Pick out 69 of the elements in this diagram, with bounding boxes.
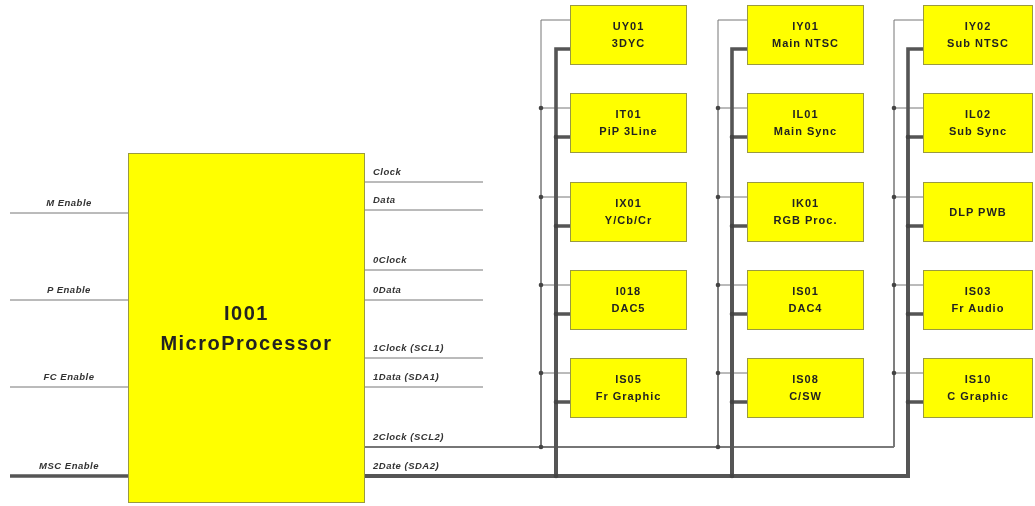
- function-name: Y/Cb/Cr: [604, 213, 653, 228]
- part-number: IY02: [964, 19, 992, 34]
- chip-box: [570, 5, 687, 65]
- part-number: IL01: [792, 107, 819, 122]
- function-name: C/SW: [789, 389, 822, 404]
- chip-box: [570, 93, 687, 153]
- chip-box: [923, 93, 1033, 153]
- function-name: MicroProcessor: [160, 331, 333, 356]
- signal-name: MSC Enable: [39, 460, 99, 471]
- signal-name: 2Clock (SCL2): [373, 431, 444, 442]
- board-name: DLP PWB: [949, 204, 1007, 220]
- chip-box: [923, 358, 1033, 418]
- function-name: DAC5: [611, 301, 646, 316]
- signal-line: [9, 299, 129, 301]
- part-number: IS01: [792, 284, 819, 299]
- chip-box: [747, 358, 864, 418]
- function-name: Main Sync: [773, 124, 838, 139]
- function-name: 3DYC: [611, 36, 646, 51]
- signal-line: [10, 474, 128, 478]
- chip-box: [570, 358, 687, 418]
- part-number: IT01: [615, 107, 642, 122]
- chip-box: [570, 182, 687, 242]
- function-name: Sub NTSC: [947, 36, 1009, 51]
- signal-name: Clock: [373, 166, 402, 177]
- part-number: UY01: [612, 19, 645, 34]
- signal-name: 0Data: [373, 284, 402, 295]
- signal-name: FC Enable: [43, 371, 95, 382]
- signal-name: 1Data (SDA1): [373, 371, 440, 382]
- signal-line: [364, 269, 484, 271]
- signal-line: [9, 386, 129, 388]
- signal-name: Data: [373, 194, 396, 205]
- part-number: IK01: [791, 196, 820, 211]
- processor-box: [128, 153, 365, 503]
- chip-box: [923, 270, 1033, 330]
- signal-line: [364, 299, 484, 301]
- part-number: IY01: [792, 19, 819, 34]
- signal-line: [364, 209, 484, 211]
- function-name: Fr Audio: [951, 301, 1005, 316]
- part-number: IL02: [965, 107, 991, 122]
- chip-box: [923, 182, 1033, 242]
- function-name: PiP 3Line: [599, 124, 658, 139]
- chip-box: [923, 5, 1033, 65]
- function-name: Sub Sync: [948, 124, 1008, 139]
- chip-box: [747, 182, 864, 242]
- chip-box: [747, 5, 864, 65]
- part-number: I018: [615, 284, 642, 299]
- chip-box: [747, 270, 864, 330]
- signal-name: P Enable: [47, 284, 91, 295]
- function-name: C Graphic: [947, 389, 1009, 404]
- signal-name: 2Date (SDA2): [373, 460, 440, 471]
- part-number: IX01: [615, 196, 642, 211]
- function-name: Main NTSC: [771, 36, 840, 51]
- signal-line: [9, 212, 129, 214]
- chip-box: [747, 93, 864, 153]
- part-number: IS10: [964, 372, 992, 387]
- chip-box: [570, 270, 687, 330]
- part-number: IS03: [964, 284, 992, 299]
- function-name: RGB Proc.: [773, 213, 838, 228]
- signal-name: 0Clock: [373, 254, 408, 265]
- signal-name: M Enable: [46, 197, 92, 208]
- signal-line: [364, 357, 484, 359]
- function-name: DAC4: [788, 301, 823, 316]
- signal-line: [364, 386, 484, 388]
- signal-name: 1Clock (SCL1): [373, 342, 444, 353]
- signal-line: [364, 181, 484, 183]
- part-number: I001: [224, 301, 269, 326]
- function-name: Fr Graphic: [595, 389, 662, 404]
- part-number: IS08: [792, 372, 819, 387]
- part-number: IS05: [615, 372, 642, 387]
